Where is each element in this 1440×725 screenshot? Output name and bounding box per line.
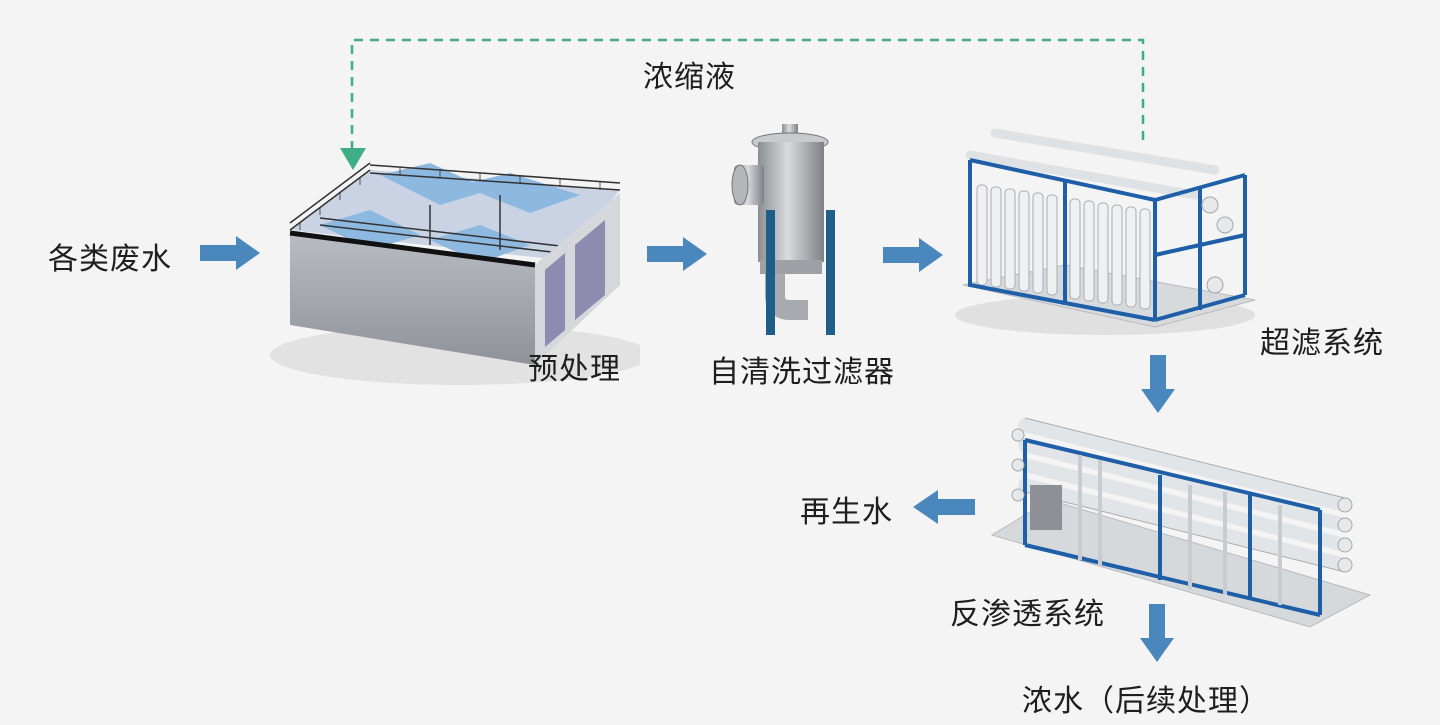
label-reclaimed-water: 再生水 xyxy=(800,495,893,530)
recycle-dashed-line xyxy=(340,38,1145,170)
reverse-osmosis-rack-icon xyxy=(990,395,1380,635)
flow-arrow-right-icon xyxy=(883,238,943,272)
treatment-tank-icon xyxy=(260,135,640,395)
flow-arrow-left-icon xyxy=(913,490,975,524)
recycle-arrowhead-icon xyxy=(340,148,366,170)
flow-arrow-down-icon xyxy=(1140,604,1174,662)
ultrafiltration-rack-icon xyxy=(955,115,1265,345)
label-reverse-osmosis: 反渗透系统 xyxy=(950,597,1105,632)
self-cleaning-filter-icon xyxy=(730,120,850,340)
flow-arrow-down-icon xyxy=(1141,355,1175,413)
flow-arrow-right-icon xyxy=(647,237,707,271)
label-pretreatment: 预处理 xyxy=(528,352,621,387)
label-concentrate-output: 浓水（后续处理） xyxy=(1022,684,1270,719)
label-input: 各类废水 xyxy=(48,242,172,277)
label-recycle: 浓缩液 xyxy=(643,60,736,95)
label-self-cleaning-filter: 自清洗过滤器 xyxy=(709,355,895,390)
label-ultrafiltration: 超滤系统 xyxy=(1260,326,1384,361)
flow-arrow-right-icon xyxy=(200,236,260,270)
